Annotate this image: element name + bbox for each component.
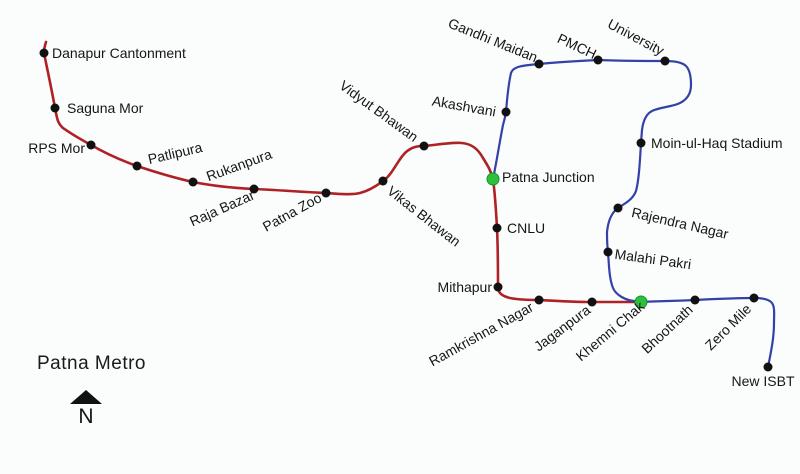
station-label: Patna Junction <box>502 169 595 185</box>
station-dot <box>501 107 511 117</box>
station-dot <box>763 362 773 372</box>
station-label: Moin-ul-Haq Stadium <box>651 135 783 151</box>
station-dot <box>321 188 331 198</box>
station-dot <box>587 297 597 307</box>
station-label: CNLU <box>507 220 546 236</box>
station-dot <box>492 223 502 233</box>
map-title: Patna Metro <box>37 353 146 374</box>
station-dot <box>603 247 613 257</box>
interchange-dot <box>634 295 648 309</box>
station-dot <box>534 295 544 305</box>
station-dot <box>378 176 388 186</box>
station-label: Danapur Cantonment <box>52 45 186 61</box>
station-label: Mithapur <box>437 279 492 295</box>
blue-line-path <box>491 58 776 369</box>
interchange-dot <box>486 172 500 186</box>
station-dot <box>50 103 60 113</box>
station-dot <box>132 161 142 171</box>
compass: N <box>60 390 112 429</box>
station-dot <box>493 282 503 292</box>
station-label: Saguna Mor <box>67 100 144 116</box>
station-dot <box>613 203 623 213</box>
station-dot <box>86 140 96 150</box>
station-dot <box>534 59 544 69</box>
station-dot <box>636 138 646 148</box>
station-dot <box>419 141 429 151</box>
station-dot <box>188 177 198 187</box>
station-label: RPS Mor <box>28 140 85 156</box>
station-dot <box>39 48 49 58</box>
compass-north-label: N <box>78 405 94 428</box>
station-dot <box>690 295 700 305</box>
station-dot <box>749 293 759 303</box>
station-dot <box>593 55 603 65</box>
station-dot <box>660 56 670 66</box>
station-label: New ISBT <box>731 373 795 389</box>
station-dot <box>249 184 259 194</box>
north-arrow-icon <box>70 390 102 404</box>
